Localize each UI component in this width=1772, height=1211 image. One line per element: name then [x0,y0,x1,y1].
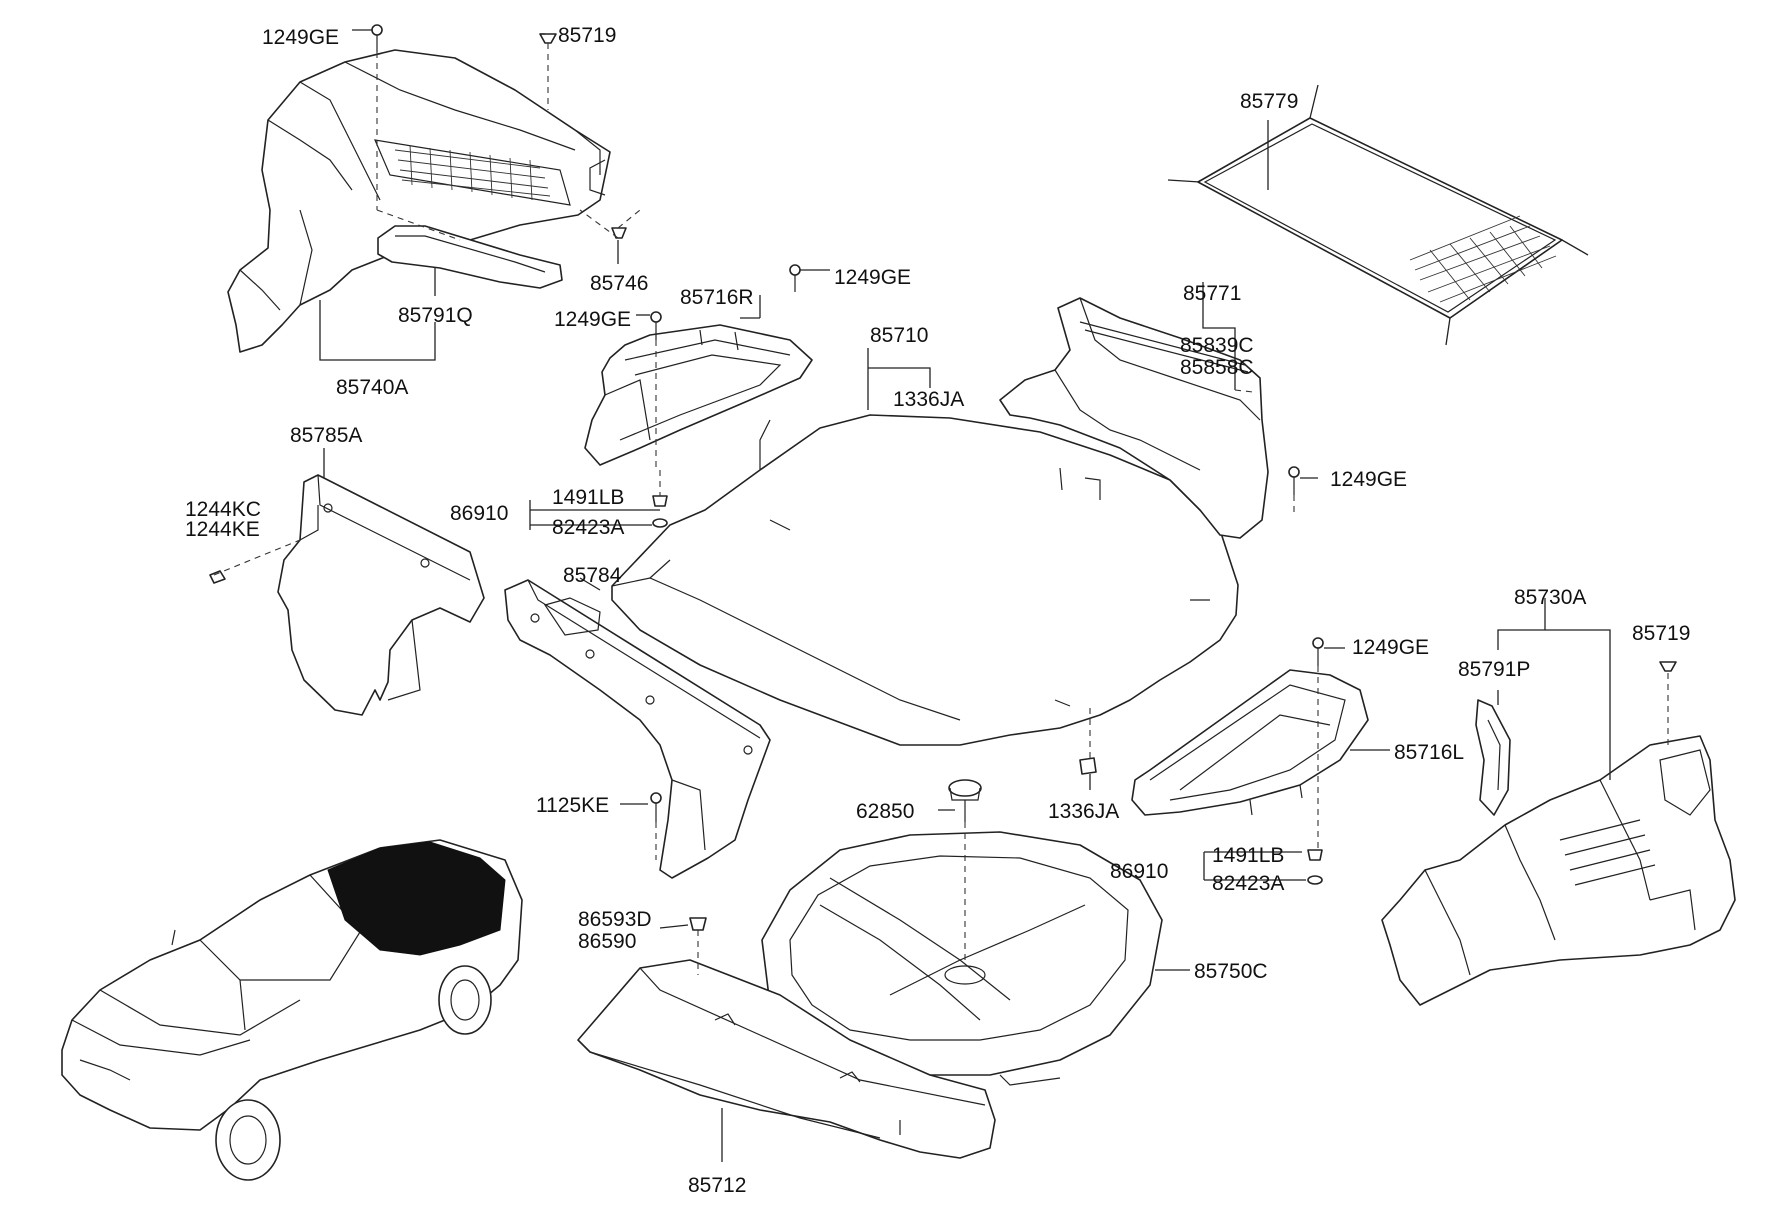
part-85716l-luggage-side-tray [1131,669,1369,816]
label-1125ke: 1125KE [536,794,609,817]
label-85740a: 85740A [336,376,408,399]
clip-85719-2 [1659,661,1677,672]
clip-1336ja [1079,757,1097,775]
label-1249ge-top: 1249GE [262,26,339,49]
label-85771: 85771 [1183,282,1241,305]
part-85791p-trim-insert [1475,699,1511,816]
part-85730a-right-quarter-trim [1381,735,1736,1006]
label-1249ge-lower: 1249GE [1352,636,1429,659]
fasteners [209,24,1677,931]
part-number-labels: 1249GE 85719 85746 85791Q 85740A 85716R … [185,24,1690,1197]
part-62850-spare-tire-nut [948,779,982,822]
label-85858c: 85858C [1180,356,1254,379]
label-86593d: 86593D [578,908,652,931]
clip-85719-1 [539,33,557,44]
label-1249ge-tray-left: 1249GE [554,308,631,331]
nut-1491lb-1 [652,495,668,507]
screw-1244kc [209,570,226,584]
label-85730a: 85730A [1514,586,1586,609]
label-85791p: 85791P [1458,658,1530,681]
clip-85746 [611,227,627,239]
label-86910-right: 86910 [1110,860,1168,883]
label-1249ge-right: 1249GE [1330,468,1407,491]
label-82423a-left: 82423A [552,516,624,539]
label-1336ja-lower: 1336JA [1048,800,1119,823]
screw-1125ke [650,792,662,822]
washer-82423a-1 [652,518,668,528]
screw-1249ge-3 [650,311,662,340]
label-85839c: 85839C [1180,334,1254,357]
label-85784: 85784 [563,564,622,587]
screw-1249ge-4 [1288,466,1300,495]
label-86910-left: 86910 [450,502,508,525]
label-85719-right: 85719 [1632,622,1690,645]
screw-1249ge-2 [789,264,801,292]
label-85719-top: 85719 [558,24,616,47]
label-1336ja-top: 1336JA [893,388,964,411]
part-85750c-luggage-tray [761,831,1163,1086]
part-85785a-wheel-house-trim [277,474,485,716]
washer-82423a-2 [1307,875,1323,885]
label-1244ke: 1244KE [185,518,260,541]
label-1249ge-tray: 1249GE [834,266,911,289]
label-82423a-right: 82423A [1212,872,1284,895]
vehicle-location-thumbnail [61,839,523,1181]
part-85716r-luggage-side-tray [584,324,813,466]
label-85716r: 85716R [680,286,754,309]
label-62850: 62850 [856,800,914,823]
label-1244kc: 1244KC [185,498,261,521]
label-85779: 85779 [1240,90,1298,113]
leader-lines [213,29,1669,1162]
label-85712: 85712 [688,1174,746,1197]
part-85779-luggage-net [1167,84,1589,346]
label-85746: 85746 [590,272,648,295]
label-86590: 86590 [578,930,636,953]
part-85712-floor-cover [577,959,996,1159]
part-85771-transverse-trim [999,297,1269,539]
label-85791q: 85791Q [398,304,473,327]
nut-86593d [689,917,707,931]
label-1491lb-left: 1491LB [552,486,624,509]
nut-1491lb-2 [1307,849,1323,861]
label-1491lb-right: 1491LB [1212,844,1284,867]
screw-1249ge-1 [371,24,383,52]
part-85784-side-trim [504,579,771,879]
part-85710-trunk-floor-board [611,414,1239,746]
label-85785a: 85785A [290,424,362,447]
screw-1249ge-5 [1312,637,1324,666]
label-85750c: 85750C [1194,960,1268,983]
part-85740a-left-quarter-trim [227,49,611,353]
label-85716l: 85716L [1394,741,1464,764]
label-85710: 85710 [870,324,928,347]
